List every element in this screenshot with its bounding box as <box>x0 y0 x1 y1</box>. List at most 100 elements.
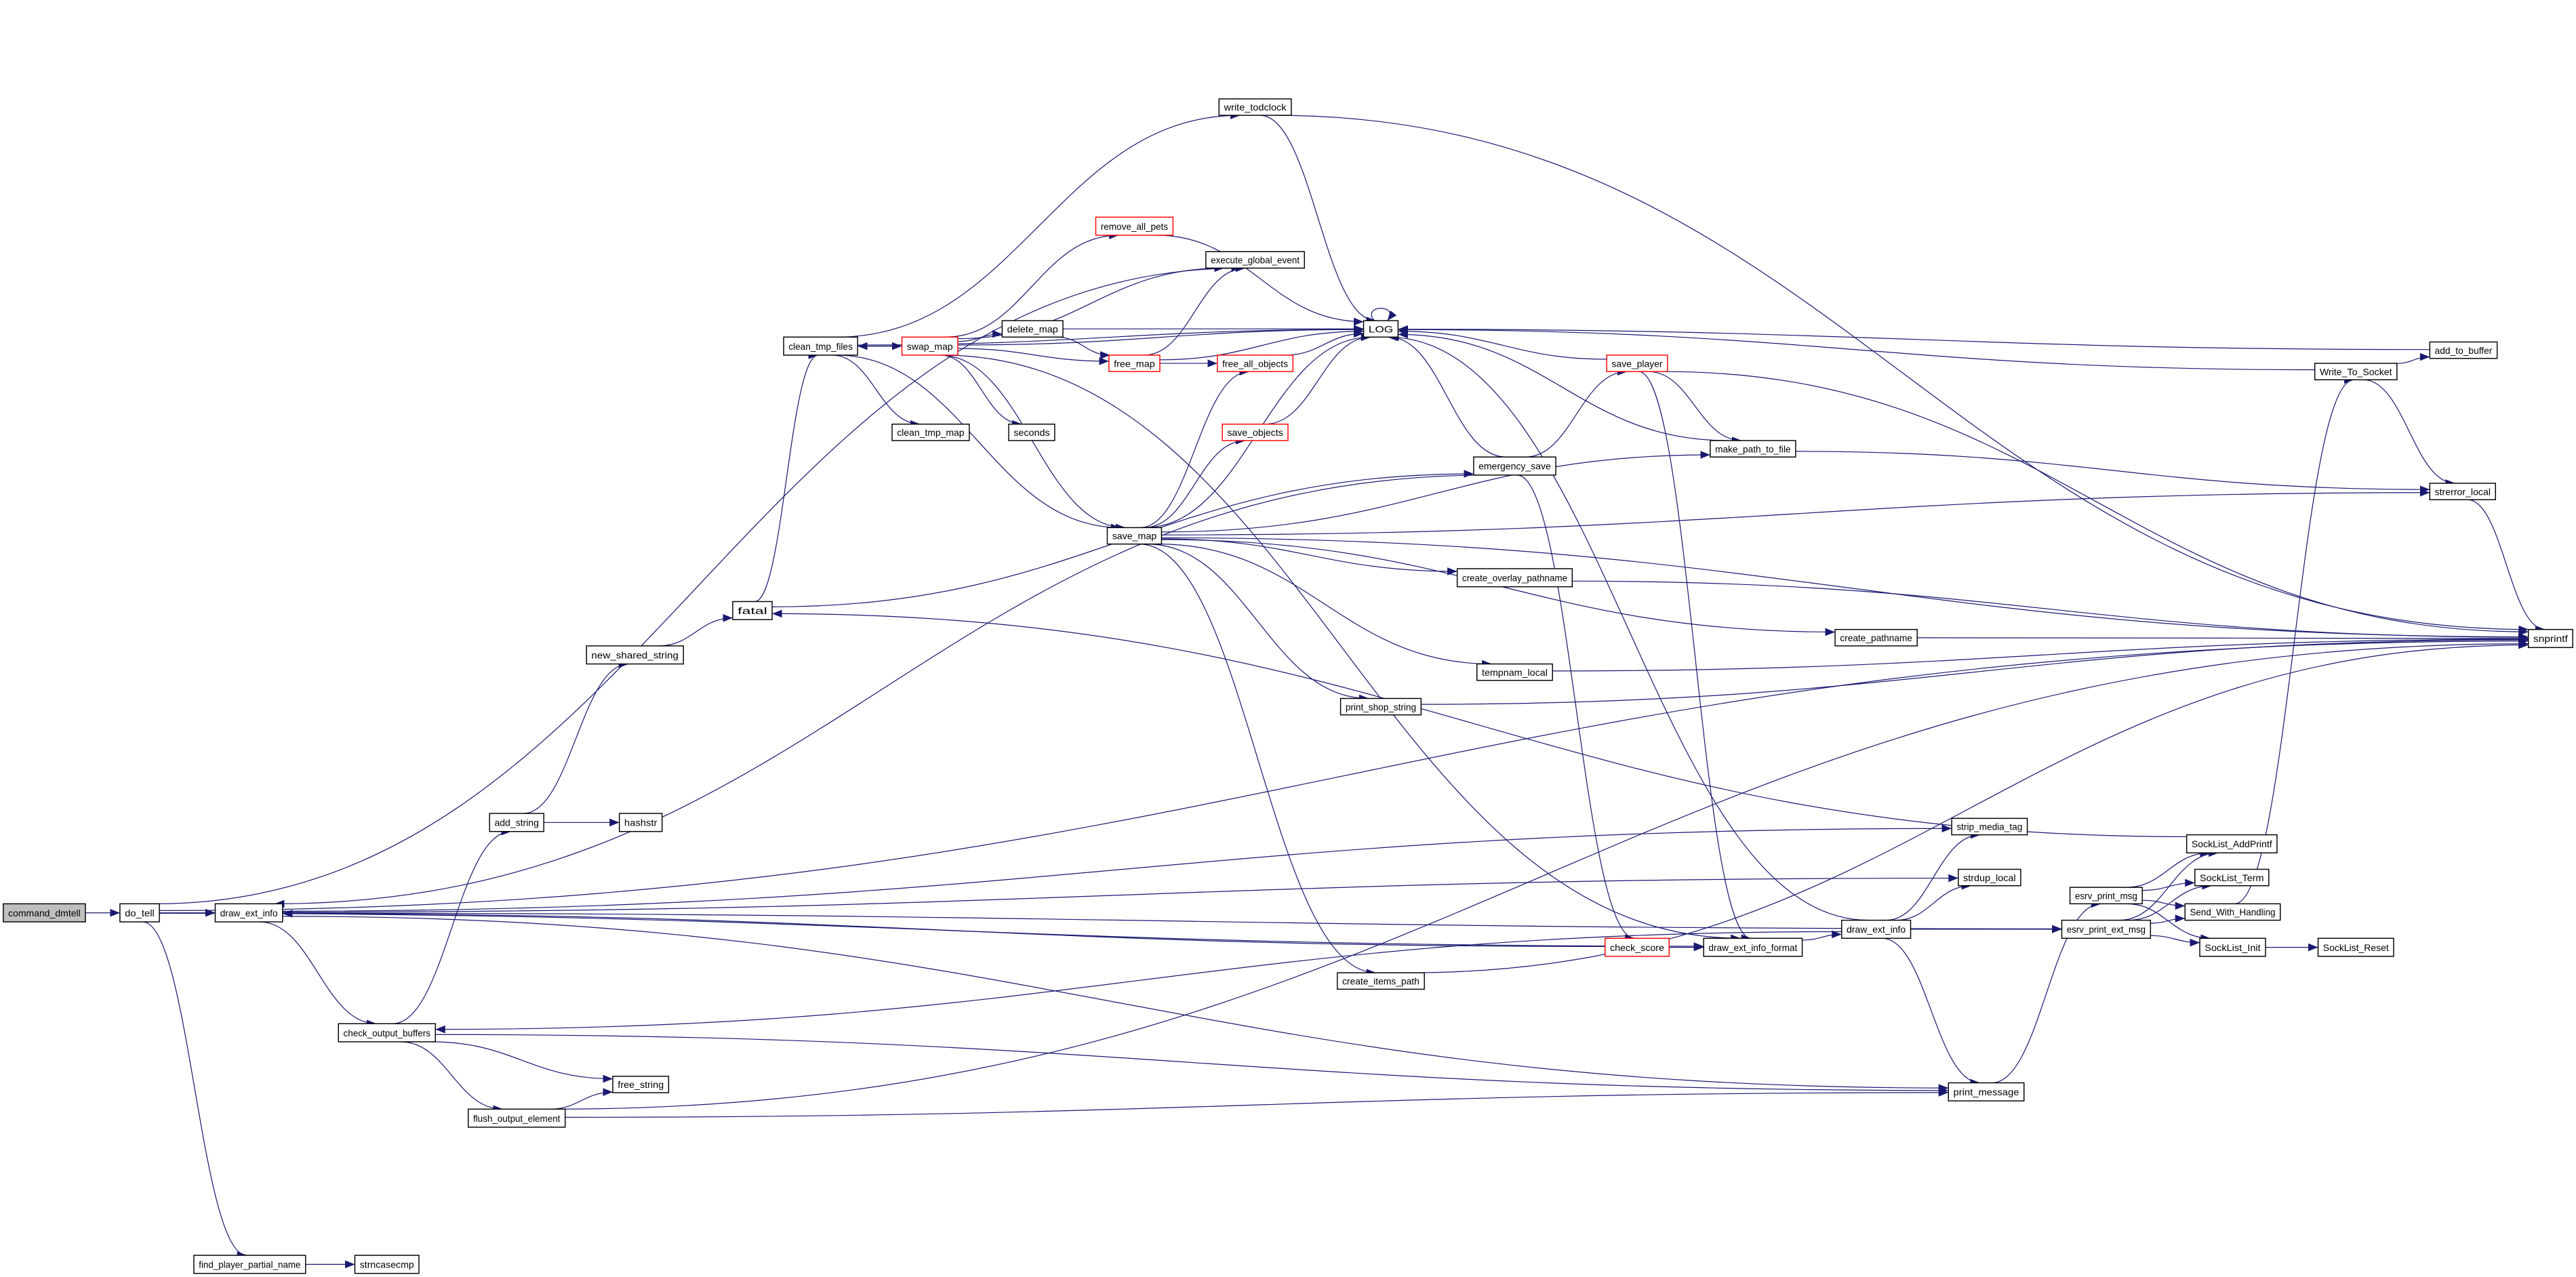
edge-free_all_objects-to-LOG <box>1285 329 1364 356</box>
node-socklist-addprintf[interactable]: SockList_AddPrintf <box>2186 834 2278 853</box>
node-socklist-term[interactable]: SockList_Term <box>2194 868 2270 887</box>
node-strerror-local[interactable]: strerror_local <box>2429 483 2496 500</box>
edge-save_player-to-draw_ext_info_format <box>1638 371 1752 942</box>
node-label: esrv_print_msg <box>2075 891 2137 901</box>
edge-print_message-to-esrv_print_msg <box>1992 899 2101 1084</box>
node-label: create_pathname <box>1840 633 1912 643</box>
node-save-map[interactable]: save_map <box>1106 527 1163 545</box>
node-create-pathname[interactable]: create_pathname <box>1834 628 1918 647</box>
node-box <box>1710 440 1796 458</box>
node-socklist-reset[interactable]: SockList_Reset <box>2317 937 2394 957</box>
node-box <box>467 1108 566 1128</box>
node-label: add_to_buffer <box>2435 346 2493 356</box>
node-draw-ext-info-a[interactable]: draw_ext_info <box>214 903 283 923</box>
node-box <box>618 813 663 832</box>
node-free-map[interactable]: free_map <box>1108 354 1161 372</box>
edge-write_todclock-to-LOG <box>1260 115 1377 325</box>
edge-save_map-to-tempnam_local <box>1157 544 1492 668</box>
edge-flush_output_element-to-snprintf <box>555 639 2529 1110</box>
node-check-output-buffers[interactable]: check_output_buffers <box>338 1023 436 1042</box>
node-create-items-path[interactable]: create_items_path <box>1336 972 1425 990</box>
edge-save_player-to-make_path_to_file <box>1648 371 1742 445</box>
node-label: snprintf <box>2533 634 2568 644</box>
node-delete-map[interactable]: delete_map <box>1001 320 1064 338</box>
node-write-todclock[interactable]: write_todclock <box>1218 98 1292 116</box>
edge-free_map-to-LOG <box>1159 327 1364 361</box>
node-find-player-partial-name[interactable]: find_player_partial_name <box>193 1255 306 1274</box>
node-label: strerror_local <box>2435 487 2491 497</box>
nodes-layer: command_dmtell do_tell draw_ext_info check_… <box>3 98 2573 1274</box>
edge-draw_ext_info_b-to-print_message <box>1882 937 1980 1087</box>
node-send-with-handling[interactable]: Send_With_Handling <box>2184 903 2281 921</box>
node-box <box>2429 483 2496 500</box>
node-free-all-objects[interactable]: free_all_objects <box>1217 354 1293 372</box>
node-label: flush_output_element <box>473 1114 561 1124</box>
node-remove-all-pets[interactable]: remove_all_pets <box>1095 216 1174 236</box>
node-label: strncasecmp <box>360 1260 414 1270</box>
edge-check_output_buffers-to-add_string <box>392 827 511 1024</box>
node-label: do_tell <box>125 908 155 918</box>
edge-flush_output_element-to-free_string <box>550 1088 613 1110</box>
node-free-string[interactable]: free_string <box>612 1076 670 1093</box>
edge-emergency_save-to-save_player <box>1525 367 1628 458</box>
node-esrv-print-ext-msg[interactable]: esrv_print_ext_msg <box>2061 919 2152 939</box>
edge-LOG-to-LOG <box>1371 308 1397 321</box>
node-strip-media-tag[interactable]: strip_media_tag <box>1951 817 2028 836</box>
edge-swap_map-to-remove_all_pets <box>945 231 1119 338</box>
node-log[interactable]: LOG <box>1363 320 1399 338</box>
edge-swap_map-to-seconds <box>940 354 1022 428</box>
node-new-shared-string[interactable]: new_shared_string <box>586 645 684 665</box>
node-label: write_todclock <box>1223 102 1286 113</box>
node-box <box>1222 424 1289 441</box>
node-seconds[interactable]: seconds <box>1008 424 1055 441</box>
node-box <box>1948 1082 2025 1101</box>
node-label: draw_ext_info_format <box>1708 943 1797 953</box>
edge-check_output_buffers-to-print_message <box>435 1034 1949 1095</box>
edge-emergency_save-to-check_score <box>1516 474 1635 942</box>
node-do-tell[interactable]: do_tell <box>119 903 160 923</box>
node-clean-tmp-files[interactable]: clean_tmp_files <box>783 336 858 356</box>
node-hashstr[interactable]: hashstr <box>618 813 663 832</box>
node-add-to-buffer[interactable]: add_to_buffer <box>2429 341 2498 359</box>
node-print-message[interactable]: print_message <box>1948 1082 2025 1101</box>
node-add-string[interactable]: add_string <box>489 813 544 832</box>
node-box <box>1095 216 1174 236</box>
edge-remove_all_pets-to-LOG <box>1156 235 1364 326</box>
node-emergency-save[interactable]: emergency_save <box>1473 456 1556 476</box>
node-fatal[interactable]: fatal <box>732 601 773 620</box>
node-execute-global-event[interactable]: execute_global_event <box>1205 251 1305 269</box>
node-print-shop-string[interactable]: print_shop_string <box>1340 697 1422 716</box>
node-box <box>193 1255 306 1274</box>
edge-create_overlay_pathname-to-snprintf <box>1572 580 2529 641</box>
node-strncasecmp[interactable]: strncasecmp <box>354 1255 420 1274</box>
node-save-objects[interactable]: save_objects <box>1222 424 1289 441</box>
node-flush-output-element[interactable]: flush_output_element <box>467 1108 566 1128</box>
node-make-path-to-file[interactable]: make_path_to_file <box>1710 440 1796 458</box>
node-esrv-print-msg[interactable]: esrv_print_msg <box>2069 887 2143 905</box>
node-tempnam-local[interactable]: tempnam_local <box>1476 663 1553 681</box>
node-label: free_map <box>1114 359 1155 369</box>
edge-Write_To_Socket-to-add_to_buffer <box>2396 352 2430 364</box>
node-write-to-socket[interactable]: Write_To_Socket <box>2314 363 2398 381</box>
node-strdup-local[interactable]: strdup_local <box>1958 868 2021 887</box>
node-socklist-init[interactable]: SockList_Init <box>2199 937 2266 957</box>
node-box <box>1476 663 1553 681</box>
node-create-overlay-pathname[interactable]: create_overlay_pathname <box>1456 568 1573 588</box>
edge-save_map-to-save_objects <box>1144 437 1246 529</box>
node-draw-ext-info-format[interactable]: draw_ext_info_format <box>1703 937 1803 957</box>
node-command-dmtell[interactable]: command_dmtell <box>3 903 86 923</box>
edge-draw_ext_info_a-to-esrv_print_ext_msg <box>282 912 2062 933</box>
edge-clean_tmp_files-to-write_todclock <box>837 111 1241 338</box>
node-clean-tmp-map[interactable]: clean_tmp_map <box>891 424 970 441</box>
node-swap-map[interactable]: swap_map <box>901 336 959 356</box>
node-label: check_score <box>1610 943 1664 953</box>
node-save-player[interactable]: save_player <box>1606 354 1668 372</box>
node-box <box>1606 354 1668 372</box>
node-label: draw_ext_info <box>220 908 278 918</box>
node-snprintf[interactable]: snprintf <box>2527 628 2573 649</box>
node-label: SockList_Reset <box>2323 943 2389 953</box>
node-check-score[interactable]: check_score <box>1605 937 1670 957</box>
node-draw-ext-info-b[interactable]: draw_ext_info <box>1840 919 1912 939</box>
node-box <box>901 336 959 356</box>
node-box <box>2314 363 2398 381</box>
